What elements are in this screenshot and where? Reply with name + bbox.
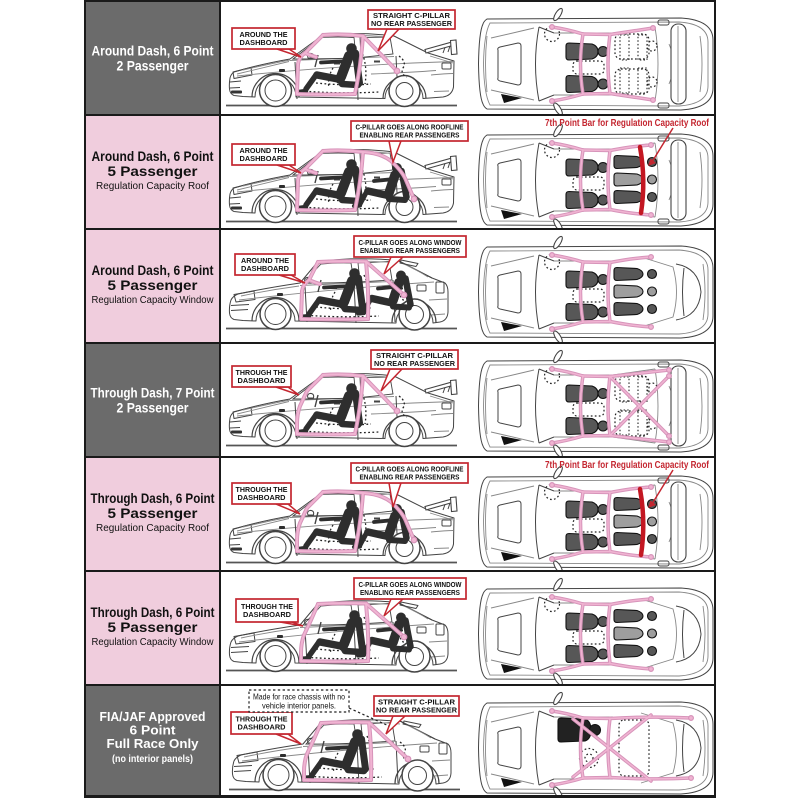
svg-text:Regulation Capacity Window: Regulation Capacity Window — [92, 295, 215, 306]
svg-text:THROUGH THE: THROUGH THE — [236, 717, 288, 724]
svg-text:vehicle interior panels.: vehicle interior panels. — [262, 701, 336, 711]
svg-text:THROUGH THE: THROUGH THE — [241, 604, 293, 611]
svg-text:5 Passenger: 5 Passenger — [108, 277, 199, 293]
svg-text:STRAIGHT C-PILLAR: STRAIGHT C-PILLAR — [378, 700, 455, 707]
svg-text:C-PILLAR GOES ALONG ROOFLINE: C-PILLAR GOES ALONG ROOFLINE — [356, 125, 464, 132]
svg-text:Around Dash, 6 Point: Around Dash, 6 Point — [92, 43, 214, 59]
svg-text:Through Dash, 6 Point: Through Dash, 6 Point — [91, 490, 215, 506]
svg-text:Regulation Capacity Window: Regulation Capacity Window — [92, 637, 215, 648]
svg-text:DASHBOARD: DASHBOARD — [238, 725, 286, 732]
svg-text:STRAIGHT C-PILLAR: STRAIGHT C-PILLAR — [376, 353, 453, 360]
svg-text:ENABLING REAR PASSENGERS: ENABLING REAR PASSENGERS — [360, 133, 460, 140]
svg-text:Through Dash, 6 Point: Through Dash, 6 Point — [91, 604, 215, 620]
svg-text:Around Dash, 6 Point: Around Dash, 6 Point — [92, 262, 214, 278]
svg-text:5 Passenger: 5 Passenger — [108, 505, 199, 521]
svg-text:AROUND THE: AROUND THE — [241, 258, 289, 265]
svg-text:ENABLING REAR PASSENGERS: ENABLING REAR PASSENGERS — [360, 475, 460, 482]
svg-text:Around Dash, 6 Point: Around Dash, 6 Point — [92, 148, 214, 164]
svg-text:STRAIGHT C-PILLAR: STRAIGHT C-PILLAR — [373, 13, 450, 20]
svg-text:6 Point: 6 Point — [130, 723, 177, 738]
svg-text:Regulation Capacity Roof: Regulation Capacity Roof — [96, 523, 209, 534]
svg-text:Through Dash, 7 Point: Through Dash, 7 Point — [91, 385, 215, 401]
svg-text:NO REAR PASSENGER: NO REAR PASSENGER — [376, 708, 457, 715]
svg-text:DASHBOARD: DASHBOARD — [238, 378, 286, 385]
svg-text:ENABLING REAR PASSENGERS: ENABLING REAR PASSENGERS — [360, 248, 460, 255]
svg-text:DASHBOARD: DASHBOARD — [243, 612, 291, 619]
svg-text:THROUGH THE: THROUGH THE — [236, 487, 288, 494]
svg-text:2 Passenger: 2 Passenger — [117, 400, 189, 416]
svg-text:Full Race Only: Full Race Only — [107, 736, 200, 751]
svg-text:5 Passenger: 5 Passenger — [108, 619, 199, 635]
svg-text:C-PILLAR GOES ALONG ROOFLINE: C-PILLAR GOES ALONG ROOFLINE — [356, 467, 464, 474]
svg-text:7th Point Bar for Regulation C: 7th Point Bar for Regulation Capacity Ro… — [545, 118, 709, 129]
svg-text:C-PILLAR GOES ALONG WINDOW: C-PILLAR GOES ALONG WINDOW — [359, 582, 462, 589]
svg-text:2 Passenger: 2 Passenger — [117, 58, 189, 74]
svg-text:AROUND THE: AROUND THE — [240, 148, 288, 155]
svg-text:Made for race chassis with no: Made for race chassis with no — [253, 692, 345, 702]
svg-text:DASHBOARD: DASHBOARD — [241, 266, 289, 273]
svg-text:AROUND THE: AROUND THE — [240, 32, 288, 39]
svg-text:Regulation Capacity Roof: Regulation Capacity Roof — [96, 181, 209, 192]
svg-text:DASHBOARD: DASHBOARD — [238, 495, 286, 502]
svg-text:7th Point Bar for Regulation C: 7th Point Bar for Regulation Capacity Ro… — [545, 460, 709, 471]
svg-text:5 Passenger: 5 Passenger — [108, 163, 199, 179]
svg-text:THROUGH THE: THROUGH THE — [236, 370, 288, 377]
svg-text:(no interior panels): (no interior panels) — [112, 753, 193, 765]
svg-text:FIA/JAF Approved: FIA/JAF Approved — [100, 709, 206, 724]
svg-text:NO REAR PASSENGER: NO REAR PASSENGER — [374, 361, 455, 368]
svg-text:C-PILLAR GOES ALONG WINDOW: C-PILLAR GOES ALONG WINDOW — [359, 240, 462, 247]
svg-text:NO REAR PASSENGER: NO REAR PASSENGER — [371, 21, 452, 28]
svg-text:DASHBOARD: DASHBOARD — [240, 156, 288, 163]
svg-text:ENABLING REAR PASSENGERS: ENABLING REAR PASSENGERS — [360, 590, 460, 597]
svg-text:DASHBOARD: DASHBOARD — [240, 40, 288, 47]
